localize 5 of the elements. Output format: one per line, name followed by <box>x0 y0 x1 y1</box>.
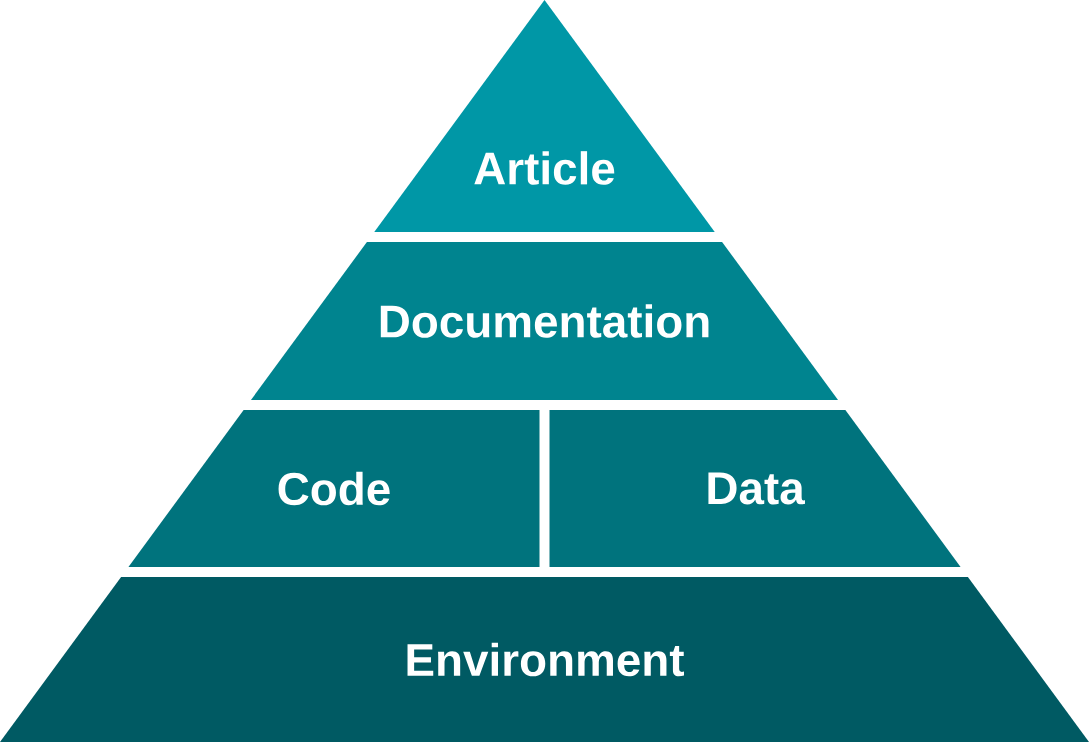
pyramid-level: Code <box>128 410 540 567</box>
pyramid-level: Article <box>374 0 715 232</box>
pyramid-level: Environment <box>0 577 1089 742</box>
pyramid-level: Data <box>549 410 961 567</box>
pyramid-level: Documentation <box>251 242 839 400</box>
